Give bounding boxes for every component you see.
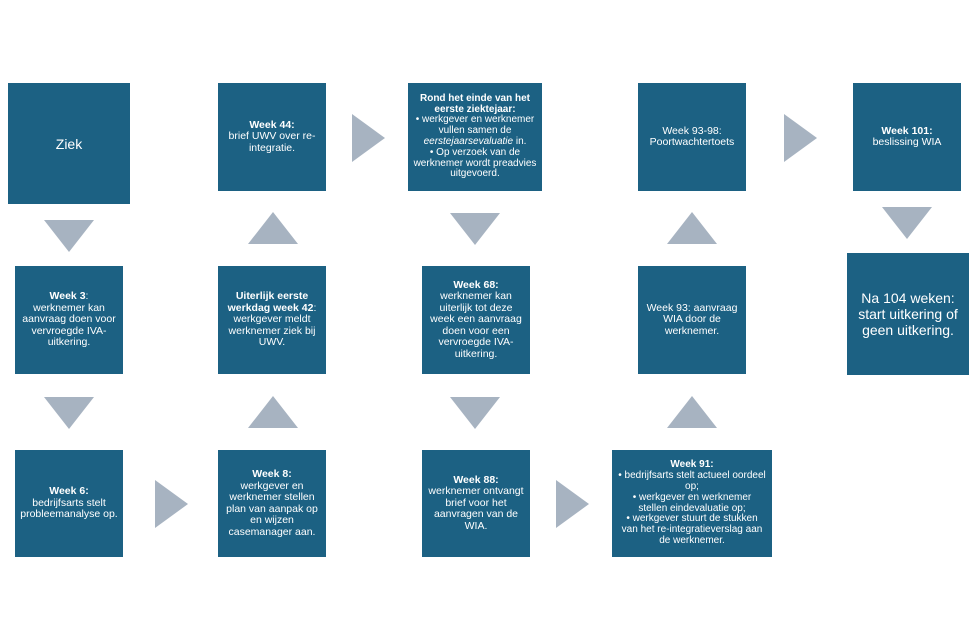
arrow-up-icon (667, 212, 717, 244)
step-week-101: Week 101: beslissing WIA (853, 83, 961, 191)
arrow-down-icon (450, 213, 500, 245)
arrow-up-icon (248, 396, 298, 428)
step-week-93-98: Week 93-98: Poortwachtertoets (638, 83, 746, 191)
step-ziek-text: Ziek (55, 135, 83, 152)
step-week-68-heading: Week 68: (453, 278, 499, 291)
step-week-42-heading: Uiterlijk eerste werkdag week 42 (227, 290, 314, 314)
step-week-42: Uiterlijk eerste werkdag week 42: werkge… (218, 266, 326, 374)
step-week-68-body: werknemer kan uiterlijk tot deze week ee… (430, 290, 522, 360)
step-week-93-98-text: Week 93-98: Poortwachtertoets (649, 124, 735, 148)
list-item: werkgever en werknemer vullen samen de e… (413, 115, 537, 147)
list-item: bedrijfsarts stelt actueel oordeel op; (617, 470, 767, 493)
arrow-up-icon (667, 396, 717, 428)
step-week-88-body: werknemer ontvangt brief voor het aanvra… (428, 485, 524, 532)
step-week-3-heading: Week 3 (49, 290, 86, 303)
arrow-right-icon (784, 114, 817, 162)
step-week-8-body: werkgever en werknemer stellen plan van … (226, 479, 318, 538)
step-week-101-heading: Week 101: (881, 124, 933, 137)
step-eerste-ziektejaar-heading: Rond het einde van het eerste ziektejaar… (419, 92, 530, 115)
step-week-44: Week 44: brief UWV over re-integratie. (218, 83, 326, 191)
step-week-3: Week 3: werknemer kan aanvraag doen voor… (15, 266, 123, 374)
step-week-101-body: beslissing WIA (872, 136, 942, 148)
step-week-44-body: brief UWV over re-integratie. (228, 130, 316, 154)
arrow-down-icon (44, 397, 94, 429)
step-week-42-body: werkgever meldt werknemer ziek bij UWV. (228, 313, 316, 349)
step-week-6-body: bedrijfsarts stelt probleemanalyse op. (20, 496, 118, 521)
list-item: Op verzoek van de werknemer wordt preadv… (413, 147, 537, 180)
step-eerste-ziektejaar-list: werkgever en werknemer vullen samen de e… (413, 115, 537, 180)
arrow-up-icon (248, 212, 298, 244)
step-eerste-ziektejaar: Rond het einde van het eerste ziektejaar… (408, 83, 542, 191)
step-ziek: Ziek (8, 83, 130, 204)
step-week-88: Week 88: werknemer ontvangt brief voor h… (422, 450, 530, 557)
step-week-6-heading: Week 6: (49, 485, 89, 498)
arrow-down-icon (44, 220, 94, 252)
step-week-44-heading: Week 44: (249, 118, 295, 131)
arrow-down-icon (882, 207, 932, 239)
step-week-8-heading: Week 8: (252, 468, 292, 480)
step-week-93: Week 93: aanvraag WIA door de werknemer. (638, 266, 746, 374)
list-item: werkgever en werknemer stellen eindevalu… (617, 492, 767, 515)
step-week-68: Week 68: werknemer kan uiterlijk tot dez… (422, 266, 530, 374)
arrow-right-icon (155, 480, 188, 528)
step-week-93-text: Week 93: aanvraag WIA door de werknemer. (646, 301, 738, 337)
step-week-104-text: Na 104 weken: start uitkering of geen ui… (858, 290, 958, 338)
arrow-down-icon (450, 397, 500, 429)
step-week-91: Week 91: bedrijfsarts stelt actueel oord… (612, 450, 772, 557)
arrow-right-icon (352, 114, 385, 162)
step-week-104: Na 104 weken: start uitkering of geen ui… (847, 253, 969, 375)
step-week-91-list: bedrijfsarts stelt actueel oordeel op; w… (617, 470, 767, 547)
arrow-right-icon (556, 480, 589, 528)
step-week-91-heading: Week 91: (670, 459, 714, 471)
step-week-3-body: werknemer kan aanvraag doen voor vervroe… (22, 301, 116, 349)
step-week-88-heading: Week 88: (453, 473, 499, 486)
list-item: werkgever stuurt de stukken van het re-i… (617, 513, 767, 546)
step-week-6: Week 6: bedrijfsarts stelt probleemanaly… (15, 450, 123, 557)
step-week-8: Week 8: werkgever en werknemer stellen p… (218, 450, 326, 557)
